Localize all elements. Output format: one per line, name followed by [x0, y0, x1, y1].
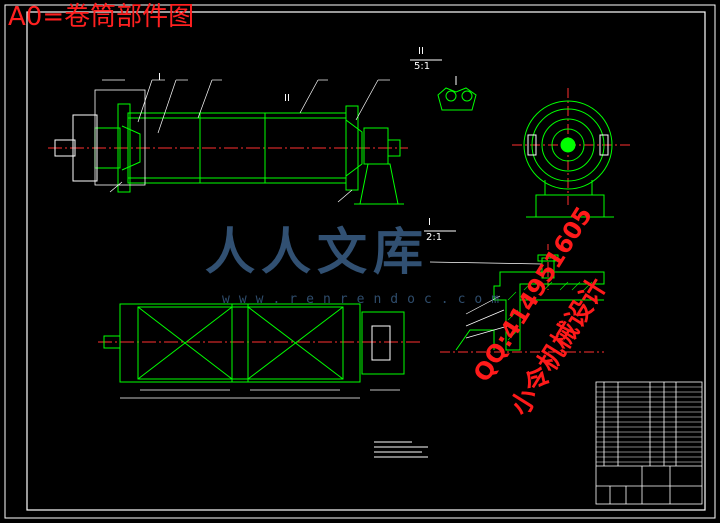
- detail-ii-rope-1: [445, 90, 457, 102]
- bottom-view: [98, 303, 420, 399]
- right-taper: [345, 119, 363, 177]
- detail-i-flange: [493, 271, 605, 351]
- side-hub: [560, 137, 576, 153]
- right-pedestal: [359, 163, 399, 205]
- detail-i-scale: 2:1: [426, 232, 443, 243]
- bottom-endplate-right: [361, 311, 405, 375]
- tech-notes-block: [374, 441, 428, 458]
- watermark-site-name: 人人文库: [205, 222, 429, 281]
- side-bolt-right: [527, 134, 537, 156]
- outer-frame: [4, 4, 716, 519]
- detail-ii-scale: 5:1: [414, 61, 431, 72]
- side-ring-4: [551, 128, 585, 162]
- side-ring-3: [541, 118, 595, 172]
- main-callout-ii: II: [284, 93, 290, 104]
- main-callout-i: I: [158, 72, 161, 83]
- detail-i-hatch: [507, 281, 593, 341]
- main-front-view: [48, 79, 408, 205]
- detail-i-nut: [537, 254, 559, 262]
- side-outer-circle: [523, 100, 613, 190]
- detail-i-view: [424, 230, 605, 353]
- left-flange: [117, 103, 131, 193]
- right-shaft-end: [387, 139, 401, 157]
- side-ring-2: [531, 108, 605, 182]
- bottom-shaft-right: [371, 325, 391, 361]
- left-gear-coupling: [121, 125, 141, 171]
- bottom-frame-outer: [119, 303, 361, 383]
- detail-i-shaft-step: [455, 329, 495, 351]
- inner-border: [26, 11, 706, 511]
- detail-i-leaders: [429, 261, 543, 339]
- watermark-site-url: www.renrendoc.com: [222, 292, 509, 307]
- detail-i-bolt: [541, 257, 555, 279]
- left-bearing-housing: [72, 114, 98, 182]
- bottom-cross-1b: [137, 306, 233, 380]
- bottom-frame-inner: [137, 306, 344, 380]
- left-shaft: [54, 139, 76, 157]
- bottom-cross-2b: [247, 306, 344, 380]
- detail-ii-rope-2: [461, 90, 473, 102]
- detail-ii-label: II: [418, 46, 424, 57]
- right-bearing: [363, 127, 389, 165]
- side-view: [512, 88, 630, 218]
- detail-ii-groove: [437, 87, 477, 111]
- left-support-plate: [94, 89, 146, 186]
- sheet-title: A0=卷筒部件图: [8, 2, 195, 32]
- detail-ii-view: [410, 59, 477, 111]
- parts-list-rows: [596, 386, 702, 463]
- bottom-shaft-left: [103, 335, 121, 349]
- leader-lines: [102, 79, 390, 203]
- side-bolt-left: [599, 134, 609, 156]
- detail-i-label: I: [428, 217, 431, 228]
- parts-list-table: [595, 381, 703, 505]
